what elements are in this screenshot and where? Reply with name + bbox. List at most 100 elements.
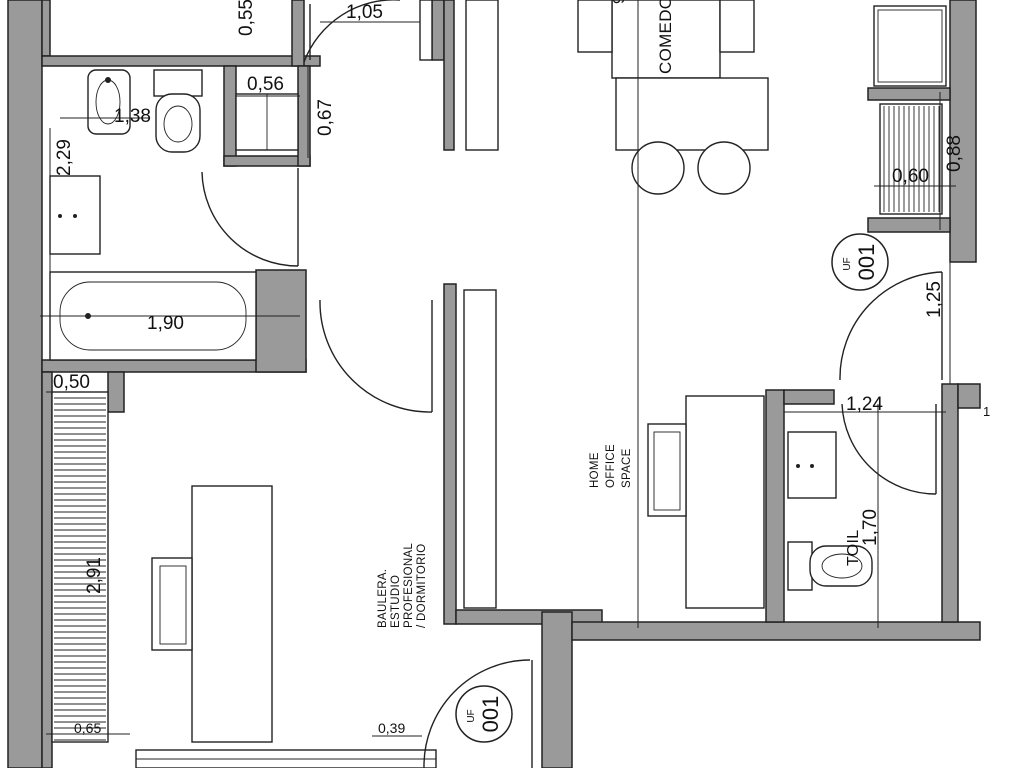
baulera-line-1: BAULERA. — [377, 569, 389, 628]
door-swing-bedroom — [319, 299, 433, 413]
office-chair-seat — [653, 431, 681, 511]
home-office-line-1: HOME — [589, 452, 601, 488]
unit-tag-top-circle — [831, 233, 889, 291]
wc-bowl — [809, 545, 873, 587]
kitchen-cabinet — [879, 103, 943, 215]
bedroom-shelving — [51, 391, 109, 743]
unit-tag-bottom-prefix: UF — [466, 709, 477, 722]
bedroom-chair — [151, 557, 193, 651]
toilet-bowl — [155, 93, 201, 153]
hall-wall-a — [431, 0, 445, 61]
door-swing-entry — [839, 271, 943, 381]
vanity-knob — [58, 214, 62, 218]
dim-065: 0,65 — [74, 720, 101, 736]
dim-055: 0,55 — [236, 0, 257, 36]
bedroom-west-inner — [41, 371, 53, 768]
appliance-inner — [877, 9, 943, 83]
bedroom-desk — [191, 485, 273, 743]
stool-right — [697, 141, 751, 195]
dining-chair-right — [719, 0, 755, 53]
closet-south-wall — [223, 155, 311, 167]
dim-050: 0,50 — [53, 372, 90, 393]
home-office-line-2: OFFICE — [605, 444, 617, 488]
small-vanity-knob — [810, 464, 814, 468]
baulera-line-3: PROFESIONAL — [403, 543, 415, 628]
dining-chair-left — [577, 0, 613, 53]
door-swing-bath — [201, 171, 299, 267]
dim-229: 2,29 — [54, 139, 75, 176]
stool-left — [631, 141, 685, 195]
unit-tag-bottom-number: 001 — [478, 696, 503, 733]
entry-stub — [957, 383, 981, 409]
kitchen-counter-wall — [867, 87, 951, 101]
toilet-tank — [153, 69, 203, 97]
room-toilet: TOIL — [845, 530, 862, 566]
vanity-knob — [73, 214, 77, 218]
hall-cabinet — [419, 0, 433, 61]
dimension-labels: 0,55 1,05 0,56 0,67 1,38 2,29 1,90 0,50 … — [53, 0, 990, 736]
dim-039: 0,39 — [378, 720, 405, 736]
walls — [7, 0, 981, 768]
unit-tag-top-number: 001 — [854, 244, 879, 281]
bidet-tap — [105, 77, 111, 83]
bedroom-pier — [107, 371, 125, 413]
wc-tank — [787, 541, 813, 591]
door-swing-south — [423, 659, 531, 768]
toilet-east-wall — [941, 383, 959, 623]
kitchen-appliance — [873, 5, 947, 87]
doors — [201, 0, 943, 768]
room-comedor: COMEDOR — [656, 0, 675, 74]
dim-105: 1,05 — [346, 2, 383, 23]
closet-west-wall — [223, 65, 237, 167]
small-vanity — [787, 431, 837, 499]
room-home-office: HOME OFFICE SPACE — [589, 444, 633, 488]
office-desk — [685, 395, 765, 609]
wall-stub — [41, 0, 51, 57]
toilet-seat — [163, 105, 193, 143]
room-baulera: BAULERA. ESTUDIO PROFESIONAL / DORMITORI… — [377, 543, 428, 628]
dim-170: 1,70 — [860, 509, 881, 546]
door-swing-toilet — [841, 403, 937, 495]
dim-067: 0,67 — [315, 99, 336, 136]
south-wall — [571, 621, 981, 641]
toilet-north-wall — [783, 389, 835, 405]
dim-060: 0,60 — [892, 166, 929, 187]
unit-tag-top-prefix: UF — [842, 257, 853, 270]
home-office-line-3: SPACE — [621, 448, 633, 488]
bedroom-wardrobe — [463, 289, 497, 609]
baulera-line-4: / DORMITORIO — [416, 543, 428, 628]
south-pier — [541, 611, 573, 768]
hall-wall-b — [443, 0, 455, 151]
small-vanity-knob — [796, 464, 800, 468]
room-labels: COMEDOR HOME OFFICE SPACE BAULERA. ESTUD… — [377, 0, 862, 628]
dim-088: 0,88 — [944, 135, 965, 172]
wc-seat — [821, 553, 863, 579]
dining-table — [615, 77, 769, 151]
toilet-west-wall — [765, 389, 785, 623]
dim-138: 1,38 — [114, 106, 151, 127]
baulera-line-2: ESTUDIO — [390, 575, 402, 628]
unit-tag-top: UF 001 — [831, 233, 889, 291]
unit-tag-bottom-circle — [455, 685, 513, 743]
dim-124: 1,24 — [846, 394, 883, 415]
dim-190: 1,90 — [147, 313, 184, 334]
dim-1: 1 — [983, 404, 990, 419]
top-cut-text: 9 — [611, 0, 628, 4]
unit-tag-bottom: UF 001 — [455, 685, 513, 743]
dim-291: 2,91 — [84, 557, 105, 594]
dimension-lines — [40, 0, 956, 742]
east-upper-wall — [949, 0, 977, 263]
dim-056: 0,56 — [247, 74, 284, 95]
bath-north-wall — [41, 55, 321, 67]
bath-door-jamb — [255, 269, 307, 373]
bedroom-chair-seat — [159, 565, 187, 645]
kitchen-counter-wall-2 — [867, 217, 951, 233]
dim-125: 1,25 — [924, 281, 945, 318]
bedroom-east-wall — [443, 283, 457, 625]
shelving-hatch — [54, 397, 106, 741]
fixtures — [49, 0, 947, 768]
hall-shelf — [465, 0, 499, 151]
kitchen-hatch — [883, 106, 940, 212]
closet-wall — [291, 0, 305, 67]
